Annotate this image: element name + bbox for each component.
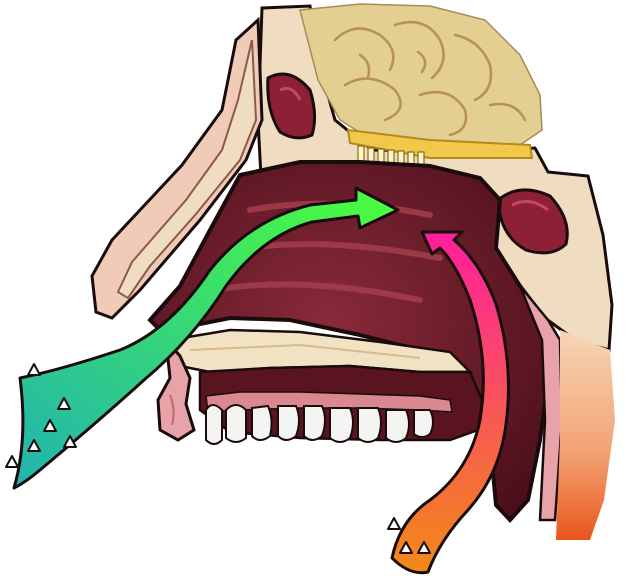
odor-particle bbox=[28, 364, 40, 375]
neck bbox=[556, 330, 615, 540]
upper-teeth bbox=[206, 405, 433, 444]
odor-particle bbox=[6, 456, 18, 467]
odor-particle bbox=[388, 518, 400, 529]
